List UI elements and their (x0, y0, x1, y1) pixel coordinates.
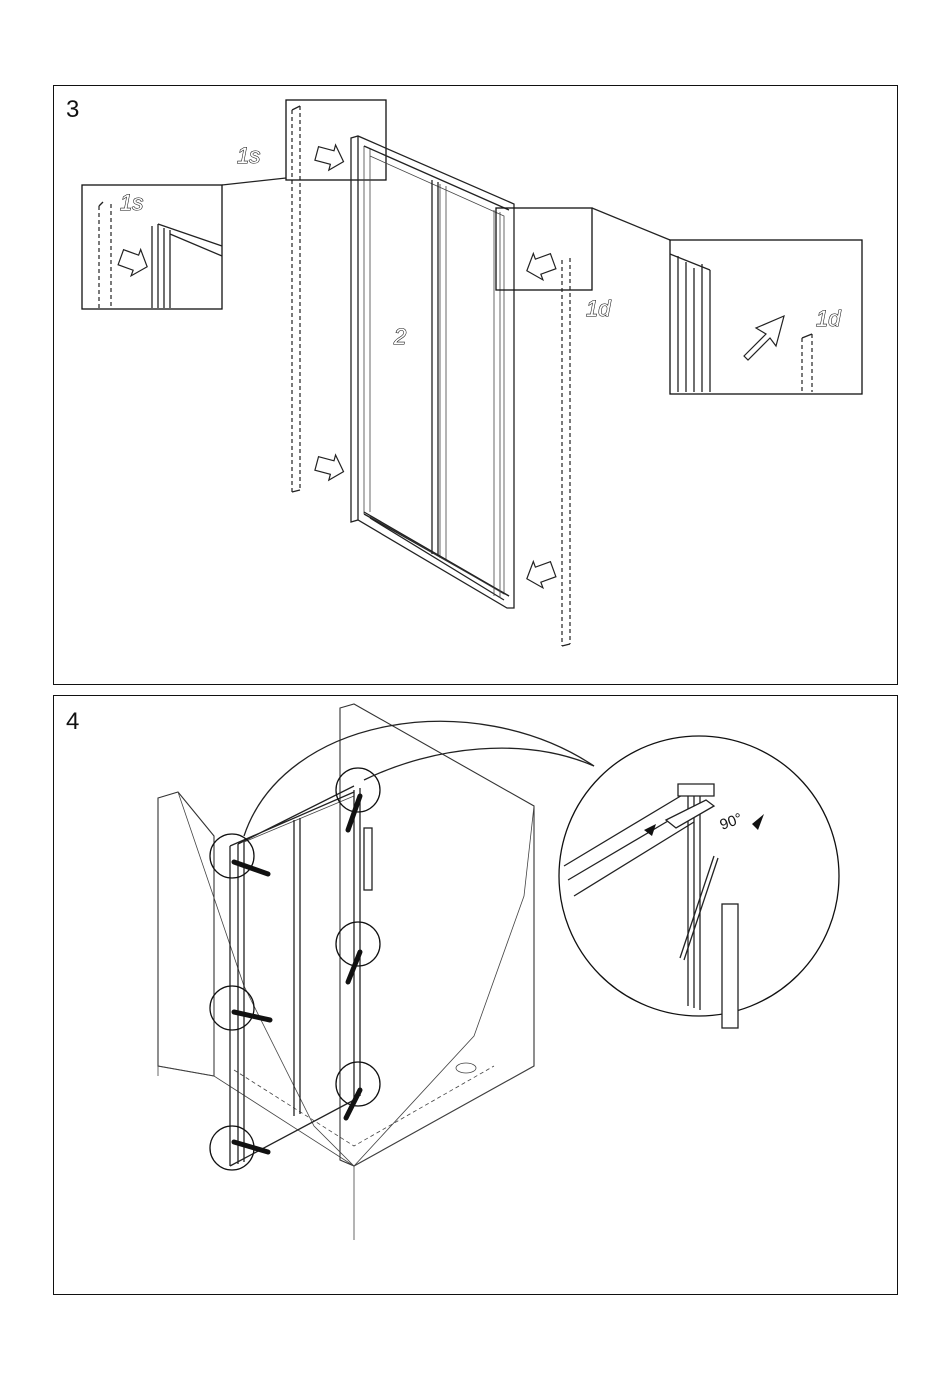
door-label: 2 (393, 324, 406, 349)
arrow-icon (522, 248, 558, 284)
label-1s: 1s (237, 143, 260, 168)
arrow-icon (313, 141, 347, 173)
angle-label: 90° (718, 810, 745, 834)
right-wall-profile (562, 258, 570, 646)
zoom-box-right (496, 208, 592, 290)
step-4-panel: 4 (53, 695, 898, 1295)
door-frame (351, 136, 514, 608)
detail-left (82, 185, 222, 309)
arrow-icon (522, 556, 558, 592)
zoom-box-left (286, 100, 386, 180)
step-3-illustration: 2 1 (54, 86, 899, 686)
shower-walls (158, 704, 534, 1240)
arrow-icon (313, 451, 347, 483)
zoom-detail: 90° (559, 736, 839, 1028)
left-wall-profile (292, 106, 300, 492)
label-1d-detail: 1d (816, 306, 841, 331)
label-1d: 1d (586, 296, 611, 321)
label-1s-detail: 1s (120, 190, 143, 215)
step-3-panel: 3 2 (53, 85, 898, 685)
step-4-illustration: 90° (54, 696, 899, 1296)
